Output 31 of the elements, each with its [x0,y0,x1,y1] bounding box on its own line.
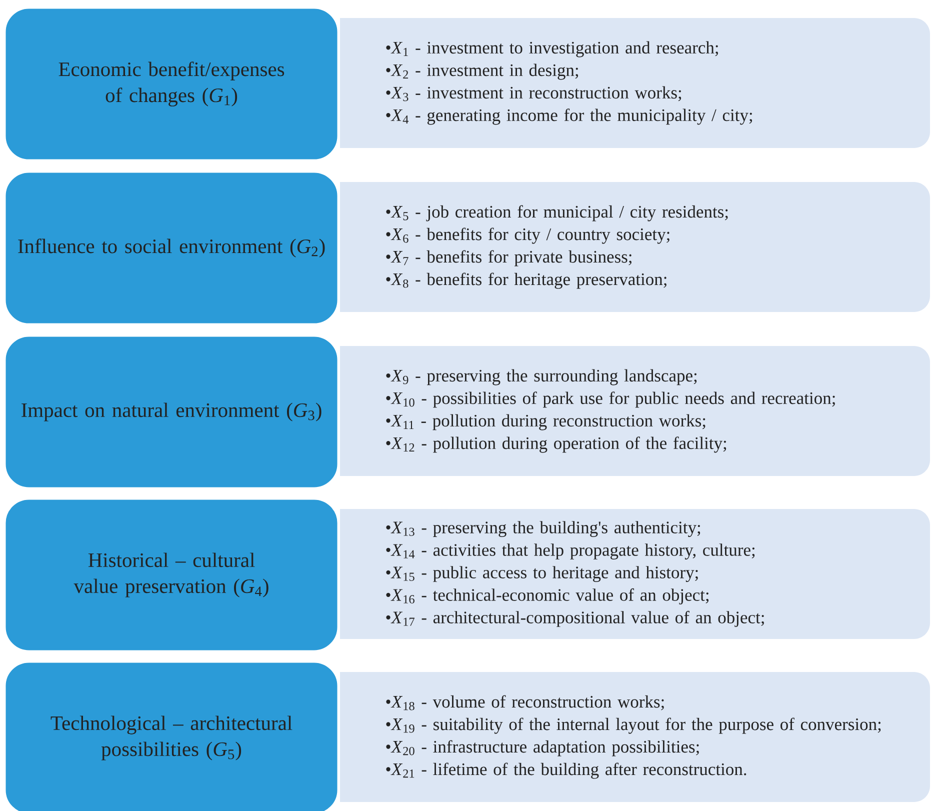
category-box: Influence to social environment (G$_{2}$) [4,171,339,325]
bullet-item: •X$_{12}$ - pollution during operation of the facility; [386,436,726,453]
bullet-item: •X$_{1}$ - investment to investigation and research; [386,41,718,58]
bullet-item: •X$_{14}$ - activities that help propagate history, culture; [386,544,755,560]
bullet-item: •X$_{11}$ - pollution during reconstruction works; [386,414,706,430]
bullet-item: •X$_{6}$ - benefits for city / country society; [386,228,670,244]
bullet-item: •X$_{16}$ - technical-economic value of an object; [386,588,708,604]
category-box: Economic benefit/expenses of changes (G$_{1}$) [4,7,339,161]
bullet-item: •X$_{2}$ - investment in design; [386,64,578,80]
criteria-panel [340,18,930,148]
bullet-item: •X$_{18}$ - volume of reconstruction works; [386,695,664,710]
bullet-item: •X$_{15}$ - public access to heritage and history; [386,566,698,582]
criteria-panel [340,509,930,639]
bullet-item: •X$_{21}$ - lifetime of the building after reconstruction. [386,762,746,779]
category-box: Technological – architectural possibilities (G$_{5}$) [4,661,339,811]
bullet-item: •X$_{10}$ - possibilities of park use for public needs and recreation; [386,392,835,408]
bullet-item: •X$_{13}$ - preserving the building's authenticity; [386,521,700,537]
criteria-panel [340,182,930,312]
bullet-item: •X$_{8}$ - benefits for heritage preservation; [386,272,666,289]
bullet-item: •X$_{19}$ - suitability of the internal layout for the purpose of conversion; [386,718,881,734]
category-box: Historical – cultural value preservation (G$_{4}$) [4,498,339,652]
criteria-panel [340,672,930,802]
bullet-item: •X$_{20}$ - infrastructure adaptation possibilities; [386,740,699,756]
criteria-panel [340,346,930,476]
bullet-item: •X$_{3}$ - investment in reconstruction works; [386,86,682,102]
bullet-item: •X$_{5}$ - job creation for municipal / city residents; [386,205,728,222]
bullet-item: •X$_{17}$ - architectural-compositional value of an object; [386,610,764,627]
category-box: Impact on natural environment (G$_{3}$) [4,335,339,489]
bullet-item: •X$_{4}$ - generating income for the municipality / city; [386,108,752,125]
bullet-item: •X$_{9}$ - preserving the surrounding landscape; [386,369,697,386]
bullet-item: •X$_{7}$ - benefits for private business; [386,250,632,266]
